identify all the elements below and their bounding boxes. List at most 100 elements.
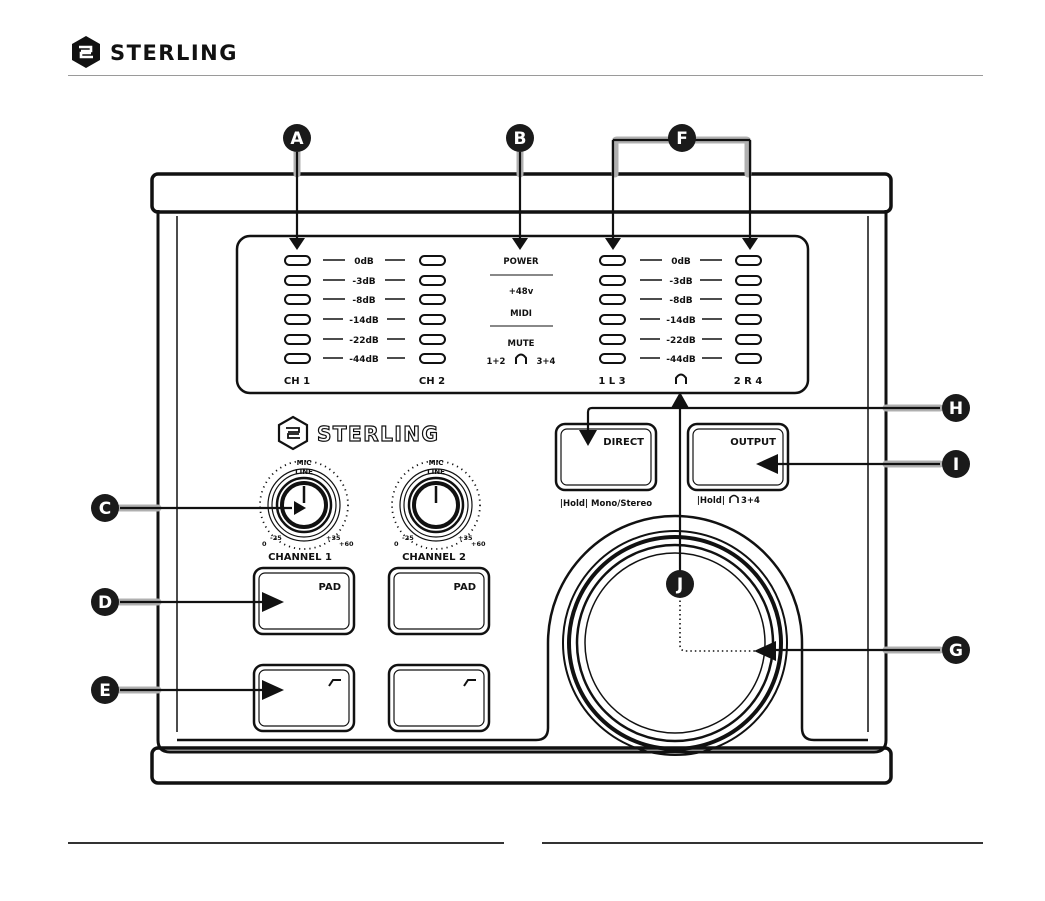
footer-rule-left xyxy=(68,842,504,844)
pad-button-ch2[interactable]: PAD xyxy=(389,568,489,634)
arrow-i xyxy=(756,454,778,474)
arrow-a xyxy=(289,238,305,250)
headphone-icon xyxy=(516,355,526,365)
highpass-ch1-icon xyxy=(329,680,341,686)
callout-f: F xyxy=(668,124,696,152)
callout-j: J xyxy=(666,570,694,598)
arrow-h xyxy=(579,430,597,446)
gain-knob-ch2[interactable]: MIC LINE 0 -25 +35 +60 CHANNEL 2 xyxy=(392,459,486,563)
ch1-knob-label: CHANNEL 1 xyxy=(268,552,332,563)
out-left-label: 1 L 3 xyxy=(598,376,625,387)
ch1-scale-60: +60 xyxy=(339,540,354,548)
led-r-left-3 xyxy=(600,315,625,324)
meter-right-left xyxy=(600,256,625,363)
led-ch2-2 xyxy=(420,295,445,304)
scale-left-4: -22dB xyxy=(349,336,379,346)
direct-hold-label: |Hold| Mono/Stereo xyxy=(560,499,652,509)
output-label: OUTPUT xyxy=(730,437,776,448)
scale-right-0: 0dB xyxy=(671,257,691,267)
gain-knob-ch1[interactable]: MIC LINE 0 -25 +35 +60 CHANNEL 1 xyxy=(260,459,354,563)
led-ch1-4 xyxy=(285,335,310,344)
callout-i-label: I xyxy=(953,455,959,475)
led-r-right-5 xyxy=(736,354,761,363)
scale-right-5: -44dB xyxy=(666,355,696,365)
scale-right-1: -3dB xyxy=(669,277,692,287)
arrow-j xyxy=(671,392,689,408)
led-ch2-3 xyxy=(420,315,445,324)
ch1-scale-25: -25 xyxy=(270,534,282,542)
callout-g: G xyxy=(942,636,970,664)
callout-a-label: A xyxy=(290,129,304,149)
led-ch1-3 xyxy=(285,315,310,324)
callout-e-label: E xyxy=(99,681,111,701)
midi-label: MIDI xyxy=(510,309,532,319)
direct-button[interactable]: DIRECT xyxy=(556,424,656,490)
arrow-d xyxy=(262,592,284,612)
led-r-left-4 xyxy=(600,335,625,344)
headphone-out-icon xyxy=(676,375,686,385)
ch2-mic-label: MIC xyxy=(429,459,444,467)
callout-i: I xyxy=(942,450,970,478)
ch2-scale-60: +60 xyxy=(471,540,486,548)
led-ch2-4 xyxy=(420,335,445,344)
output-hold-suffix: 3+4 xyxy=(741,496,760,506)
callout-a: A xyxy=(283,124,311,152)
ch2-scale-0: 0 xyxy=(394,540,399,548)
led-ch1-1 xyxy=(285,276,310,285)
ch2-scale-25: -25 xyxy=(402,534,414,542)
scale-left-3: -14dB xyxy=(349,316,379,326)
callout-e: E xyxy=(91,676,119,704)
callout-f-label: F xyxy=(676,129,688,149)
ch1-scale-0: 0 xyxy=(262,540,267,548)
led-ch2-1 xyxy=(420,276,445,285)
led-r-left-0 xyxy=(600,256,625,265)
out-right-label: 2 R 4 xyxy=(734,376,763,387)
arrowheads xyxy=(262,238,778,700)
ch2-line-label: LINE xyxy=(427,468,445,476)
scale-left-5: -44dB xyxy=(349,355,379,365)
callout-g-label: G xyxy=(949,641,963,661)
highpass-ch2-icon xyxy=(464,680,476,686)
footer-rule-right xyxy=(542,842,983,844)
callout-c-label: C xyxy=(99,499,111,519)
power-label: POWER xyxy=(503,257,539,267)
highpass-button-ch2[interactable] xyxy=(389,665,489,731)
callout-h-label: H xyxy=(949,399,963,419)
meter-right-right xyxy=(736,256,761,363)
output-headphone-icon xyxy=(730,496,738,504)
led-ch1-5 xyxy=(285,354,310,363)
mute-right-label: 3+4 xyxy=(537,357,556,367)
device-logo-text: STERLING xyxy=(317,422,439,446)
led-r-left-5 xyxy=(600,354,625,363)
scale-left-1: -3dB xyxy=(352,277,375,287)
scale-left-2: -8dB xyxy=(352,296,375,306)
led-ch1-0 xyxy=(285,256,310,265)
arrow-f-right xyxy=(742,238,758,250)
callout-c: C xyxy=(91,494,119,522)
ch2-knob-label: CHANNEL 2 xyxy=(402,552,466,563)
callout-d-label: D xyxy=(98,593,112,613)
output-hold-label: |Hold| xyxy=(697,496,725,506)
led-r-left-1 xyxy=(600,276,625,285)
scale-right-4: -22dB xyxy=(666,336,696,346)
led-r-right-0 xyxy=(736,256,761,265)
meter-right-scale: 0dB -3dB -8dB -14dB -22dB -44dB xyxy=(666,257,696,365)
led-r-left-2 xyxy=(600,295,625,304)
callout-h: H xyxy=(942,394,970,422)
mute-left-label: 1+2 xyxy=(487,357,506,367)
led-ch2-0 xyxy=(420,256,445,265)
leader-shadows xyxy=(120,140,940,690)
led-r-right-3 xyxy=(736,315,761,324)
scale-left-0: 0dB xyxy=(354,257,374,267)
scale-right-2: -8dB xyxy=(669,296,692,306)
main-volume-knob[interactable] xyxy=(563,531,787,755)
led-ch2-5 xyxy=(420,354,445,363)
arrow-c xyxy=(294,501,306,515)
highpass-button-ch1[interactable] xyxy=(254,665,354,731)
ch1-mic-label: MIC xyxy=(297,459,312,467)
scale-right-3: -14dB xyxy=(666,316,696,326)
device-logo-mark-icon xyxy=(279,417,307,449)
meter-left-ch2 xyxy=(420,256,445,363)
